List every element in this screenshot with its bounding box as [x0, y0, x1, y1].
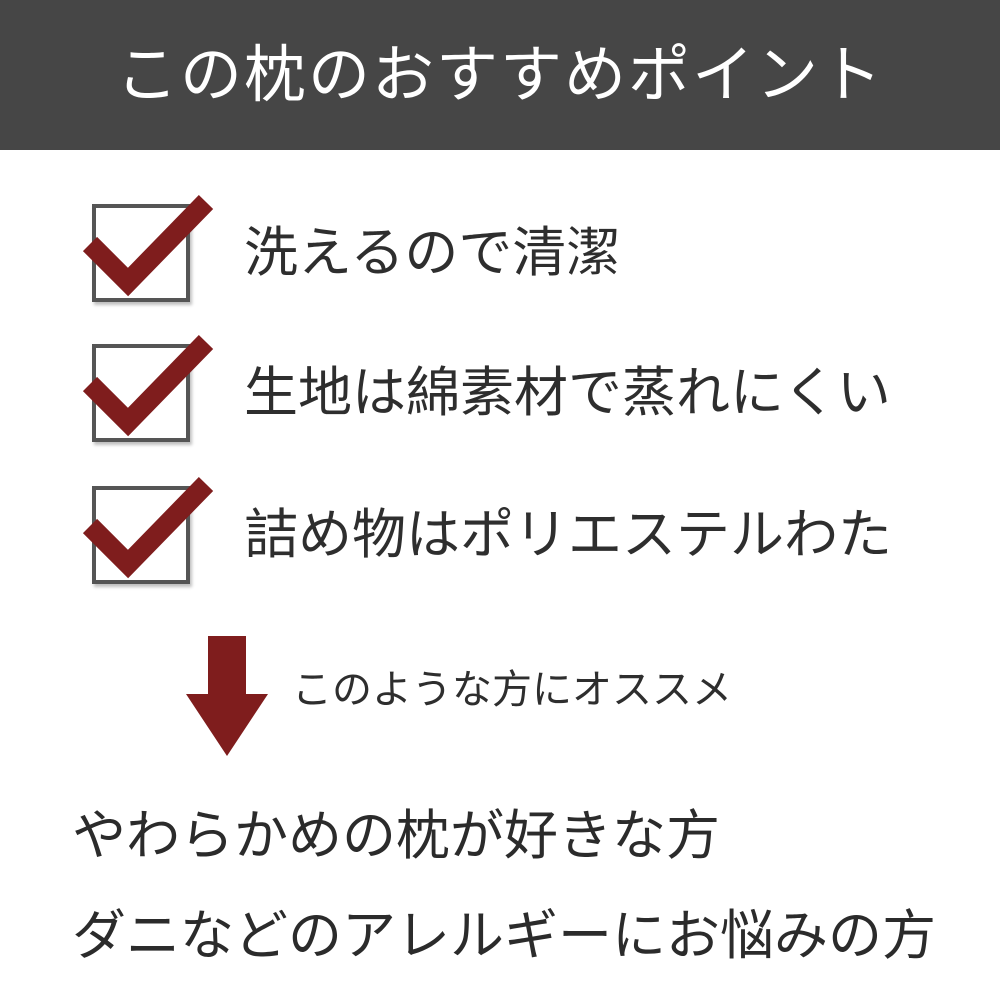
point-item-cotton: 生地は綿素材で蒸れにくい [78, 335, 978, 454]
point-item-polyester: 詰め物はポリエステルわた [78, 477, 978, 596]
recommend-label: このような方にオススメ [292, 667, 732, 713]
page-title: この枕のおすすめポイント [115, 38, 884, 111]
target-item-allergy: ダニなどのアレルギーにお悩みの方 [72, 904, 936, 967]
checkmark-icon [82, 195, 214, 297]
target-item-soft-pillow: やわらかめの枕が好きな方 [72, 804, 720, 867]
point-text: 生地は綿素材で蒸れにくい [244, 361, 891, 424]
arrow-down-icon [186, 636, 268, 756]
point-item-washable: 洗えるので清潔 [78, 195, 978, 314]
checkmark-icon [82, 335, 214, 437]
point-text: 洗えるので清潔 [244, 221, 621, 284]
point-text: 詰め物はポリエステルわた [244, 503, 892, 566]
header-banner: この枕のおすすめポイント [0, 0, 1000, 150]
checkmark-icon [82, 477, 214, 579]
